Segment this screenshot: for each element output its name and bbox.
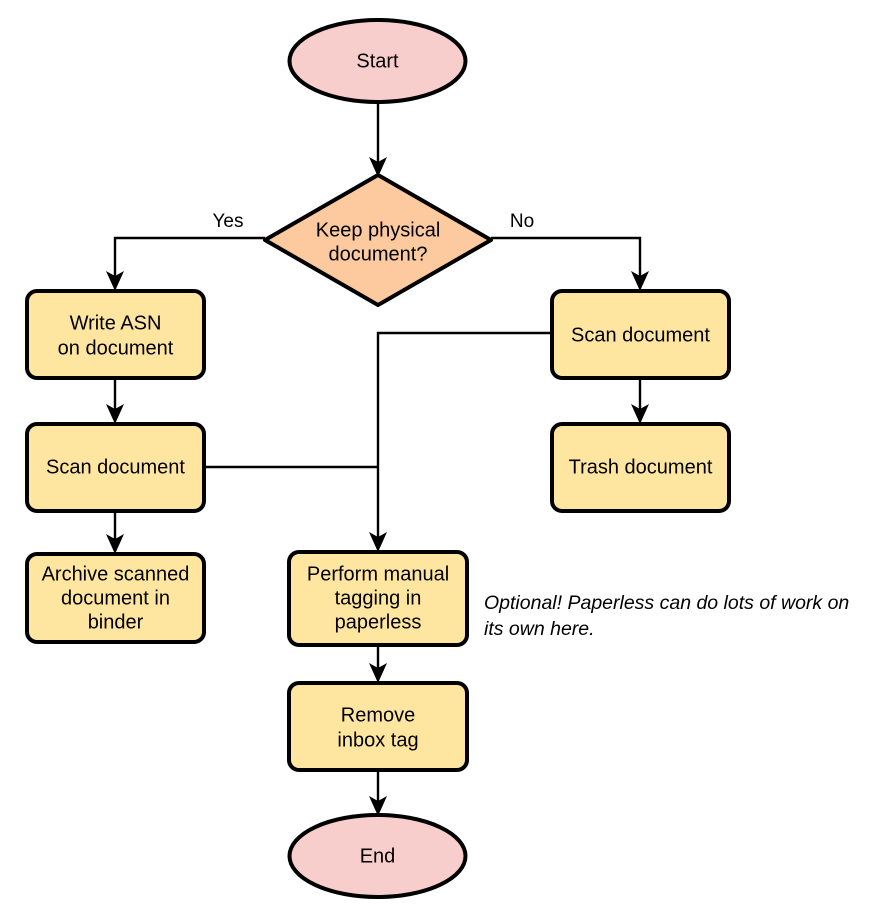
- decision-label-line2: document?: [329, 243, 428, 265]
- edge-scan-left-to-archive: [106, 511, 124, 554]
- tagging-label-line2: tagging in: [335, 587, 422, 609]
- node-scan-document-right[interactable]: Scan document: [550, 289, 731, 380]
- edge-label-yes: Yes: [213, 211, 244, 232]
- node-perform-manual-tagging[interactable]: Perform manual tagging in paperless: [287, 550, 469, 647]
- tagging-label-line1: Perform manual: [307, 563, 449, 585]
- write-asn-label-line2: on document: [58, 337, 174, 359]
- edge-remove-tag-to-end: [369, 770, 387, 816]
- node-write-asn[interactable]: Write ASN on document: [25, 289, 206, 380]
- trash-box-shape: [550, 422, 731, 513]
- remove-tag-label-line1: Remove: [341, 704, 415, 726]
- decision-label-line1: Keep physical: [316, 219, 441, 241]
- archive-label-line3: binder: [88, 611, 144, 633]
- write-asn-box-shape: [25, 289, 206, 380]
- edge-label-no: No: [510, 211, 534, 232]
- scan-left-box-shape: [25, 422, 206, 513]
- edge-decision-yes-to-write-asn: [106, 236, 265, 291]
- end-ellipse-shape: [287, 813, 468, 899]
- start-ellipse-shape: [287, 18, 468, 104]
- node-archive-scanned-document[interactable]: Archive scanned document in binder: [25, 552, 206, 644]
- start-label: Start: [356, 50, 399, 72]
- write-asn-label-line1: Write ASN: [70, 312, 162, 334]
- annotation-line1: Optional! Paperless can do lots of work …: [484, 592, 849, 614]
- remove-tag-box-shape: [287, 681, 469, 772]
- node-decision-keep-physical-document[interactable]: Keep physical document?: [263, 173, 493, 307]
- edge-start-to-decision: [369, 102, 387, 177]
- node-end[interactable]: End: [287, 813, 468, 899]
- tagging-box-shape: [287, 550, 469, 647]
- edge-write-asn-to-scan-left: [106, 378, 124, 424]
- archive-box-shape: [25, 552, 206, 644]
- edge-scan-right-to-tagging: [369, 331, 552, 552]
- decision-diamond-shape: [263, 173, 493, 307]
- edge-decision-no-to-scan-right: [491, 236, 649, 291]
- node-remove-inbox-tag[interactable]: Remove inbox tag: [287, 681, 469, 772]
- node-start[interactable]: Start: [287, 18, 468, 104]
- end-label: End: [360, 845, 396, 867]
- annotation-optional-note: Optional! Paperless can do lots of work …: [484, 592, 849, 640]
- scan-left-label: Scan document: [46, 456, 185, 478]
- archive-label-line1: Archive scanned: [42, 563, 190, 585]
- tagging-label-line3: paperless: [335, 611, 422, 633]
- node-trash-document[interactable]: Trash document: [550, 422, 731, 513]
- archive-label-line2: document in: [61, 587, 170, 609]
- trash-label: Trash document: [569, 456, 713, 478]
- scan-right-box-shape: [550, 289, 731, 380]
- remove-tag-label-line2: inbox tag: [337, 729, 418, 751]
- scan-right-label: Scan document: [571, 324, 710, 346]
- annotation-line2: its own here.: [484, 618, 595, 640]
- edge-tagging-to-remove-tag: [369, 645, 387, 683]
- node-scan-document-left[interactable]: Scan document: [25, 422, 206, 513]
- edge-scan-right-to-trash: [631, 378, 649, 424]
